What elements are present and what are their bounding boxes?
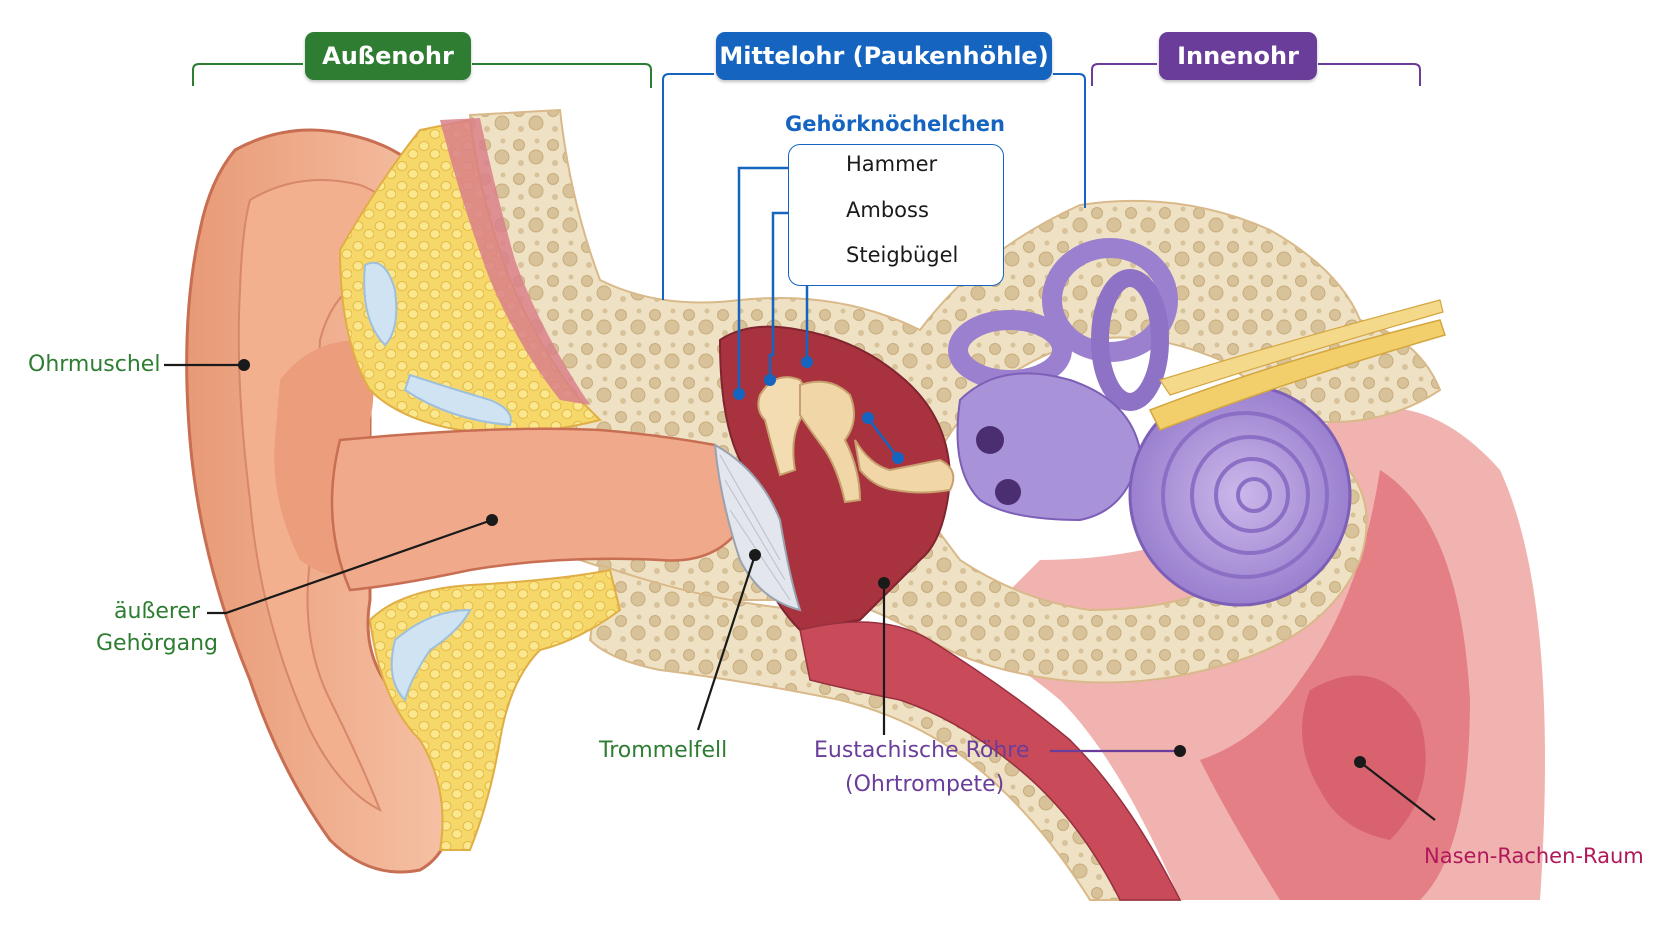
bracket-middle-ear xyxy=(662,73,1086,300)
nasen-leader xyxy=(1359,761,1436,821)
ear-canal xyxy=(330,427,747,592)
ossicle-label-amboss: Amboss xyxy=(846,198,929,222)
bracket-outer-ear xyxy=(192,63,652,88)
ossicles-box xyxy=(788,144,1004,286)
nasen-marker xyxy=(1354,756,1366,768)
label-gehoergang-line2: Gehörgang xyxy=(96,631,218,656)
hammer-marker xyxy=(733,388,745,400)
ossicle-label-hammer: Hammer xyxy=(846,152,938,176)
stapes-footplate-marker xyxy=(862,412,874,424)
ossicle-label-steigbuegel: Steigbügel xyxy=(846,243,959,267)
label-eustachische-line1: Eustachische Röhre xyxy=(814,738,1030,763)
label-eustachische-line2: (Ohrtrompete) xyxy=(845,772,1005,797)
label-ohrmuschel: Ohrmuschel xyxy=(28,352,161,377)
bracket-inner-ear xyxy=(1091,63,1421,86)
trommelfell-marker xyxy=(749,549,761,561)
amboss-marker xyxy=(764,374,776,386)
ohrmuschel-marker xyxy=(238,359,250,371)
ossicles-illustration xyxy=(757,376,955,504)
section-middle-ear: Mittelohr (Paukenhöhle) xyxy=(716,32,1052,80)
label-gehoergang-line1: äußerer xyxy=(114,599,200,624)
section-outer-ear: Außenohr xyxy=(305,32,471,80)
steigbuegel-marker xyxy=(801,356,813,368)
label-nasen-rachen-raum: Nasen-Rachen-Raum xyxy=(1424,844,1644,868)
gehoergang-marker xyxy=(486,514,498,526)
label-trommelfell: Trommelfell xyxy=(599,738,728,763)
ossicles-title: Gehörknöchelchen xyxy=(785,112,1005,136)
upper-cartilage xyxy=(338,118,602,435)
gehoergang-leader xyxy=(207,518,493,615)
eustachische-marker-up xyxy=(878,577,890,589)
eustachische-marker-right xyxy=(1174,745,1186,757)
auditory-nerve xyxy=(1148,299,1446,431)
stapes-head-marker xyxy=(892,452,904,464)
trommelfell-leader xyxy=(696,554,757,731)
section-inner-ear: Innenohr xyxy=(1159,32,1317,80)
inner-ear-labyrinth xyxy=(948,238,1352,607)
lower-cartilage xyxy=(368,568,622,851)
